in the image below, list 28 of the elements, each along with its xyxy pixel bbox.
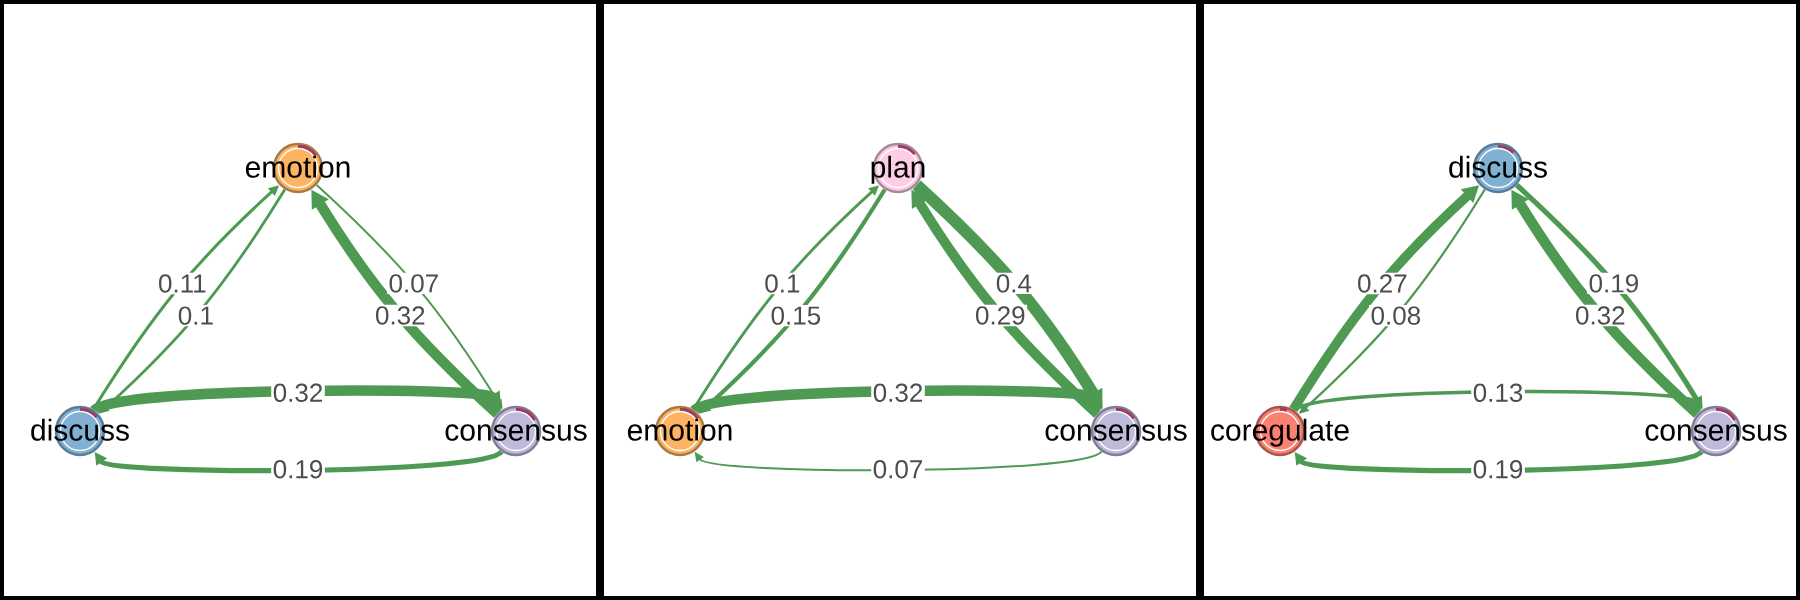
edge-label: 0.32 [1573,304,1628,327]
edge-label: 0.19 [1471,458,1525,480]
edge-label: 0.11 [156,272,209,295]
edge-label: 0.1 [176,304,216,327]
edge-label: 0.32 [871,382,925,404]
edge-label: 0.32 [373,304,428,327]
edge-label: 0.07 [387,272,441,295]
edge-label: 0.19 [1587,272,1641,295]
edge-label: 0.4 [994,272,1034,295]
edge-label: 0.1 [762,272,802,295]
network-node: consensus [1045,405,1187,457]
network-node: consensus [445,405,587,457]
panel-frame [0,0,600,600]
edge-label: 0.07 [871,458,925,480]
edge-label: 0.29 [973,304,1028,327]
arrow [92,385,502,416]
edge-label: 0.19 [271,458,325,480]
edge-label: 0.32 [271,382,325,404]
edge-label: 0.08 [1369,304,1423,327]
panel-frame [1200,0,1800,600]
edge-label: 0.13 [1471,382,1525,404]
edge-label: 0.15 [769,304,823,327]
network-node: plan [871,142,925,194]
arrow [694,450,1103,472]
arrow [692,385,1102,416]
edge-label: 0.27 [1355,272,1410,295]
panel-frame [600,0,1200,600]
network-node: consensus [1645,405,1787,457]
